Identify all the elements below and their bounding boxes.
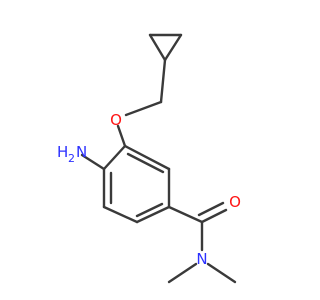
- bond-cyclopropyl-a: [148, 33, 167, 62]
- bond-o-to-ring: [116, 124, 127, 148]
- cyclopropyl-ring: [148, 33, 183, 62]
- bond-benzene-1-inner: [126, 152, 165, 174]
- atom-label-carbonyl-oxygen: O: [229, 193, 241, 211]
- atom-label-amine: H 2 N: [57, 143, 87, 165]
- bond-ring-to-carbonyl: [167, 205, 204, 224]
- atom-label-amide-nitrogen: N: [196, 250, 207, 268]
- benzene-ring: [102, 144, 171, 224]
- amine-h-label: H: [57, 143, 68, 161]
- bond-ch2-to-o: [124, 100, 163, 117]
- molecule-structure-diagram: H 2 N O O N: [57, 33, 241, 284]
- bond-benzene-3: [135, 205, 171, 224]
- bond-n-to-methyl-right: [206, 262, 237, 284]
- atom-label-ether-oxygen: O: [110, 111, 122, 129]
- amine-h-subscript: 2: [68, 152, 75, 165]
- bond-n-to-methyl-left: [167, 262, 198, 284]
- bond-carbonyl-double-a: [200, 208, 228, 224]
- bond-ring-to-nh2: [80, 153, 106, 171]
- bond-benzene-3-inner: [135, 202, 164, 218]
- bond-benzene-1: [123, 144, 171, 171]
- amide-group: [167, 201, 237, 284]
- amine-n-label: N: [76, 143, 87, 161]
- methylene-ether-linker: [116, 58, 167, 148]
- bond-benzene-4: [102, 205, 139, 224]
- bond-ring-to-ch2: [159, 58, 167, 104]
- bond-cyclopropyl-c: [163, 33, 183, 62]
- bond-benzene-6: [102, 144, 127, 171]
- bond-carbonyl-double-b: [197, 201, 225, 217]
